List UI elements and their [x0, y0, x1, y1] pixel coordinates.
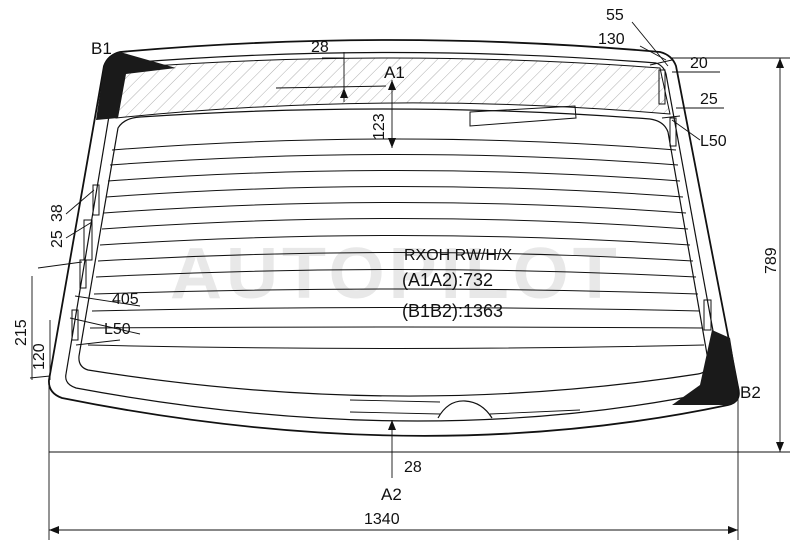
dim-123: 123: [371, 113, 388, 140]
dim-38: 38: [49, 204, 66, 222]
arrow-heads: [49, 58, 784, 534]
glass-outline: [48, 39, 740, 437]
dim-215: 215: [13, 319, 30, 346]
dim-25-right: 25: [700, 91, 718, 108]
point-b2-label: B2: [740, 383, 761, 402]
point-a2-label: A2: [381, 485, 402, 504]
dimension-lines: [29, 21, 790, 540]
left-connectors: [71, 184, 100, 341]
product-a1a2: (A1A2):732: [402, 270, 493, 290]
dim-405: 405: [112, 291, 139, 308]
ceramic-corner-bottom-right: [672, 330, 739, 405]
point-a1-label: A1: [384, 63, 405, 82]
product-b1b2: (B1B2):1363: [402, 301, 503, 321]
right-connectors: [649, 59, 712, 331]
dim-1340: 1340: [364, 511, 400, 528]
top-markings: [275, 85, 577, 127]
dim-20: 20: [690, 55, 708, 72]
dim-25-left: 25: [49, 230, 66, 248]
bottom-cutout: [437, 400, 493, 419]
heater-lines: [87, 138, 705, 349]
product-code: RXOH RW/H/X: [404, 247, 512, 264]
dim-120: 120: [31, 343, 48, 370]
dim-130: 130: [598, 31, 625, 48]
dim-top-28: 28: [311, 39, 329, 56]
dim-l50-left: L50: [104, 321, 131, 338]
dim-l50-right: L50: [700, 133, 727, 150]
watermark: AUTOPILOT: [170, 234, 621, 314]
ceramic-corner-top-left: [96, 52, 176, 120]
bottom-lines: [349, 399, 581, 415]
point-b1-label: B1: [91, 39, 112, 58]
dim-bottom-28: 28: [404, 459, 422, 476]
dim-789: 789: [763, 247, 780, 274]
dim-55: 55: [606, 7, 624, 24]
